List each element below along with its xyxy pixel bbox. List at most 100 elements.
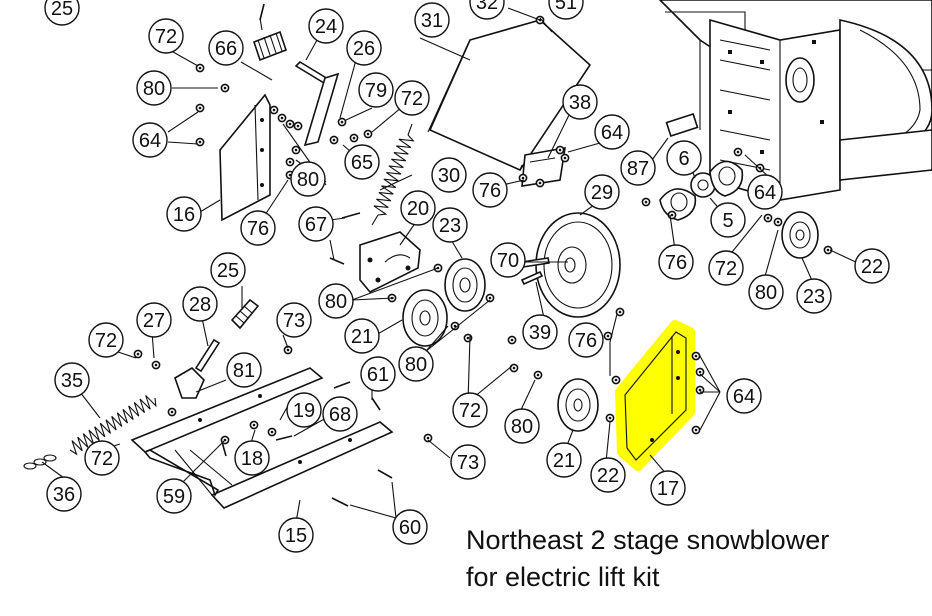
callout-number: 67	[305, 214, 327, 236]
callout-number: 60	[399, 517, 421, 539]
fastener-hole	[488, 296, 492, 300]
callout-number: 65	[351, 152, 373, 174]
bolt-25	[230, 298, 260, 330]
callout-number: 72	[401, 88, 423, 110]
fastener-hole	[694, 428, 698, 432]
fastener-hole	[538, 181, 542, 185]
callout-64: 64	[747, 174, 783, 210]
leader-line	[391, 481, 397, 519]
lift-frame-15	[130, 367, 394, 509]
callout-72: 72	[452, 392, 488, 428]
callout-circle	[344, 144, 380, 180]
callout-72: 72	[708, 250, 744, 286]
fastener-hole	[426, 436, 430, 440]
callout-number: 73	[457, 452, 479, 474]
callout-circle	[620, 150, 656, 186]
callout-65: 65	[344, 144, 380, 180]
callout-79: 79	[358, 72, 394, 108]
callout-24: 24	[308, 8, 344, 44]
callout-73: 73	[450, 444, 486, 480]
callout-number: 20	[407, 198, 429, 220]
leader-line	[349, 504, 397, 519]
callout-circle	[346, 30, 382, 66]
callout-76: 76	[658, 244, 694, 280]
callout-circle	[392, 509, 428, 545]
callout-15: 15	[278, 517, 314, 553]
leader-line	[167, 111, 199, 133]
callout-number: 21	[351, 326, 373, 348]
callout-36: 36	[46, 476, 82, 512]
callout-circle	[234, 440, 270, 476]
callout-circle	[240, 210, 276, 246]
callout-circle	[322, 396, 358, 432]
callout-number: 80	[511, 416, 533, 438]
hardware	[133, 3, 833, 507]
spring-35	[69, 395, 157, 456]
fastener-hole	[766, 216, 770, 220]
fastener-hole	[521, 176, 525, 180]
callout-circle	[726, 378, 762, 414]
fastener-hole	[154, 363, 158, 367]
leader-line	[547, 112, 571, 159]
callout-number: 70	[497, 250, 519, 272]
callout-number: 15	[285, 525, 307, 547]
callout-64: 64	[132, 122, 168, 158]
callout-72: 72	[148, 18, 184, 54]
callout-22: 22	[854, 248, 890, 284]
leader-line	[79, 391, 101, 419]
flange-5-b	[659, 188, 697, 221]
leader-line	[699, 373, 721, 393]
callout-73: 73	[276, 302, 312, 338]
leader-line	[167, 141, 199, 145]
callout-27: 27	[136, 302, 172, 338]
fastener-hole	[826, 248, 830, 252]
fastener-hole	[608, 416, 612, 420]
callout-number: 64	[139, 130, 161, 152]
leader-line	[282, 334, 289, 349]
fastener-hole	[536, 373, 540, 377]
callout-number: 38	[569, 92, 591, 114]
callout-circle	[548, 0, 584, 20]
callout-80: 80	[136, 70, 172, 106]
callout-64: 64	[726, 378, 762, 414]
callout-circle	[136, 302, 172, 338]
leader-line	[427, 439, 451, 459]
callout-25: 25	[44, 0, 80, 26]
callout-circle	[432, 207, 468, 243]
housing-drawing	[658, 0, 932, 201]
callout-60: 60	[392, 509, 428, 545]
callout-number: 80	[325, 291, 347, 313]
callout-number: 72	[155, 26, 177, 48]
callout-circle	[590, 457, 626, 493]
callout-circle	[210, 252, 246, 288]
callout-number: 80	[297, 169, 319, 191]
leader-line	[579, 204, 595, 216]
leader-line	[763, 229, 779, 281]
plate-17-highlighted	[615, 320, 695, 471]
caption-line-2: for electric lift kit	[466, 562, 660, 592]
callout-number: 68	[329, 404, 351, 426]
callout-circle	[308, 8, 344, 44]
callout-circle	[490, 242, 526, 278]
callout-circle	[136, 70, 172, 106]
fastener-hole	[558, 148, 562, 152]
callout-circle	[504, 408, 540, 444]
bolt	[275, 435, 293, 441]
callout-number: 76	[479, 180, 501, 202]
callout-23: 23	[796, 278, 832, 314]
callout-number: 16	[173, 204, 195, 226]
fastener-hole	[563, 156, 567, 160]
fastener-hole	[198, 106, 202, 110]
callout-circle	[562, 84, 598, 120]
leader-line	[199, 199, 221, 213]
callout-circle	[710, 202, 746, 238]
callout-80: 80	[318, 283, 354, 319]
bolt	[329, 257, 345, 265]
bolt	[221, 441, 227, 457]
callout-circle	[88, 322, 124, 358]
callout-72: 72	[394, 80, 430, 116]
callout-61: 61	[360, 356, 396, 392]
callout-21: 21	[344, 318, 380, 354]
fastener-hole	[270, 430, 274, 434]
leader-line	[351, 267, 439, 301]
